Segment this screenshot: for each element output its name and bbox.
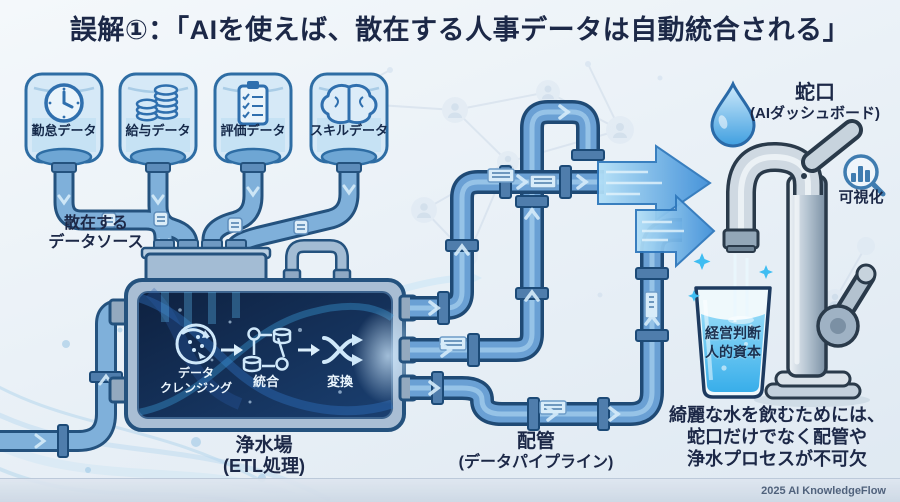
tank-attendance	[24, 72, 104, 173]
pipeline-caption-line1: 配管	[516, 431, 556, 452]
sparkle-icons	[688, 253, 773, 302]
plant-caption-line2: (ETL処理)	[223, 456, 305, 476]
tank-salary	[118, 72, 198, 173]
glass-label-line1: 経営判断	[705, 325, 761, 341]
page-title: 誤解①：「AIを使えば、散在する人事データは自動統合される」	[69, 15, 851, 45]
step-cleansing-line2: クレンジング	[159, 381, 233, 395]
plant-manifold	[140, 239, 352, 286]
step-transformation-label: 変換	[326, 374, 354, 389]
glass-label-line2: 人的資本	[705, 344, 761, 360]
step-cleansing-line1: データ	[177, 366, 215, 380]
shuffle-icon	[322, 334, 363, 366]
clipboard-icon	[237, 81, 269, 126]
water-glass	[688, 250, 773, 399]
message-line3: 浄水プロセスが不可欠	[687, 449, 867, 469]
step-integration-label: 統合	[252, 374, 280, 389]
pipeline-network	[410, 100, 682, 431]
data-source-tanks	[24, 72, 389, 173]
flow-arrow-right-top	[597, 144, 712, 222]
tank-label-salary: 給与データ	[125, 123, 191, 138]
tank-evaluation	[213, 72, 293, 173]
footer-credit: 2025 AI KnowledgeFlow	[761, 485, 886, 497]
pipeline-caption-line2: (データパイプライン)	[458, 454, 614, 471]
footer-bar: 2025 AI KnowledgeFlow	[0, 478, 900, 502]
tank-label-evaluation: 評価データ	[220, 123, 286, 138]
tank-label-skill: スキルデータ	[309, 123, 389, 138]
merge-icon	[242, 327, 292, 373]
faucet-side-handle	[816, 263, 877, 348]
sources-caption-line1: 散在する	[63, 215, 129, 232]
clock-icon	[44, 83, 84, 123]
plant-caption-line1: 浄水場	[235, 435, 293, 456]
faucet-caption-line1: 蛇口	[795, 82, 835, 104]
etl-plant	[108, 278, 424, 432]
flow-arrow-right-bottom	[635, 193, 716, 269]
sources-caption-line2: データソース	[48, 234, 144, 251]
water-stream	[728, 250, 754, 332]
filter-icon	[175, 323, 217, 365]
water-drop-icon	[710, 80, 756, 148]
message-line1: 綺麗な水を飲むためには、	[669, 405, 885, 425]
step-arrow-icon	[298, 344, 320, 356]
plant-light-streams	[138, 287, 424, 416]
visualization-label: 可視化	[838, 189, 884, 206]
faucet-top-lever	[801, 119, 863, 173]
step-arrow-icon	[221, 344, 243, 356]
coins-icon	[135, 84, 179, 122]
faucet	[722, 119, 877, 407]
message-line2: 蛇口だけでなく配管や	[687, 427, 867, 447]
tank-label-attendance: 勤怠データ	[31, 123, 97, 138]
pipe-data-chips	[101, 211, 309, 235]
tank-skill	[309, 72, 389, 173]
magnifier-chart-icon	[843, 154, 886, 197]
faucet-caption-line2: (AIダッシュボード)	[750, 105, 880, 122]
brain-icon	[320, 83, 378, 125]
